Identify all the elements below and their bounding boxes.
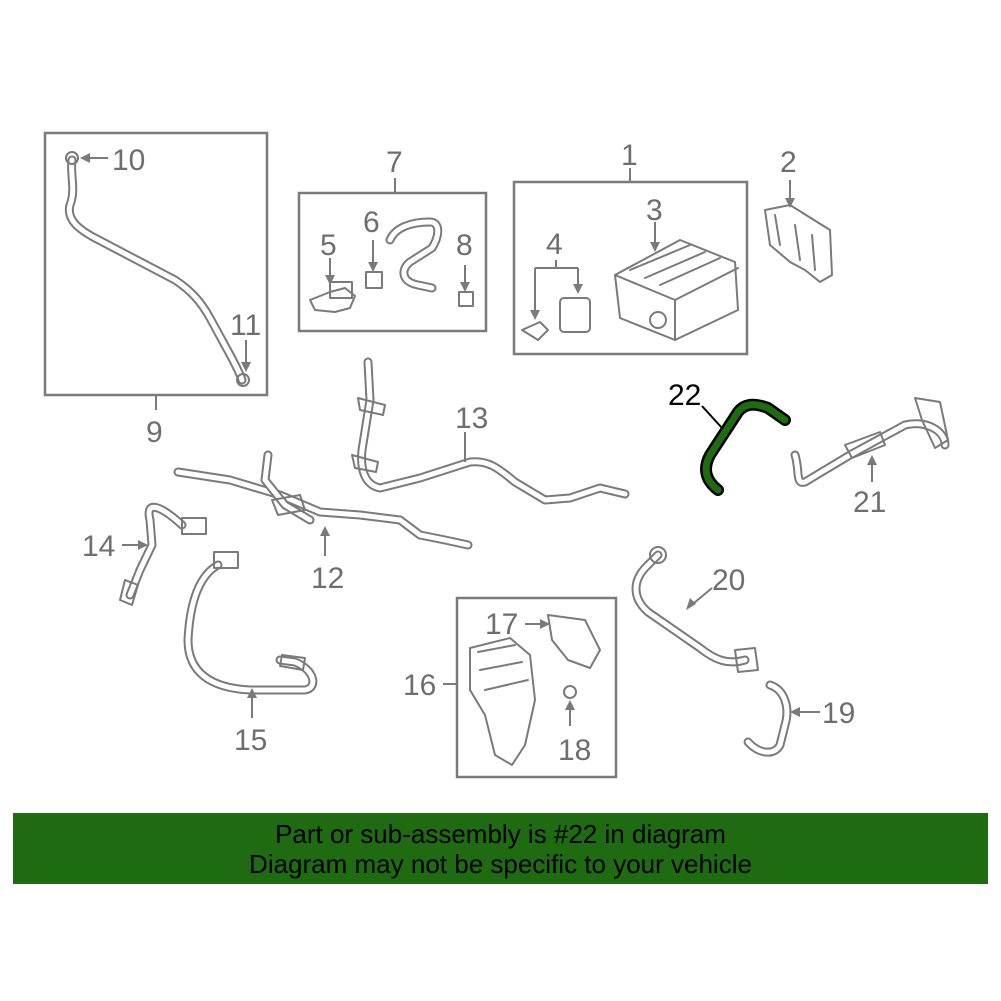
group-19: 19 xyxy=(743,680,855,757)
callout-9: 9 xyxy=(146,416,163,449)
banner-line-2: Diagram may not be specific to your vehi… xyxy=(249,848,752,879)
banner-line-1: Part or sub-assembly is #22 in diagram xyxy=(275,818,726,849)
callout-20: 20 xyxy=(712,564,745,597)
group-1: 1 3 4 xyxy=(512,139,749,356)
info-banner: Part or sub-assembly is #22 in diagram D… xyxy=(13,813,988,884)
group-9: 10 11 9 xyxy=(43,131,269,449)
callout-18: 18 xyxy=(558,734,591,767)
callout-12: 12 xyxy=(311,562,344,595)
callout-6: 6 xyxy=(363,206,380,239)
callout-2: 2 xyxy=(780,146,797,179)
callout-16: 16 xyxy=(403,669,436,702)
group-12: 12 xyxy=(173,450,473,595)
callout-7: 7 xyxy=(386,146,403,179)
callout-22: 22 xyxy=(668,379,701,412)
callout-10: 10 xyxy=(112,144,145,177)
group-7: 7 5 6 8 xyxy=(297,146,488,333)
callout-13: 13 xyxy=(455,402,488,435)
group-14: 14 xyxy=(82,502,207,606)
group-13: 13 xyxy=(351,357,630,505)
callout-19: 19 xyxy=(822,697,855,730)
callout-8: 8 xyxy=(456,229,473,262)
callout-1: 1 xyxy=(621,139,638,172)
callout-3: 3 xyxy=(646,194,663,227)
callout-14: 14 xyxy=(82,530,115,563)
group-20: 20 xyxy=(631,546,759,673)
callout-21: 21 xyxy=(853,486,886,519)
group-22-highlighted[interactable]: 22 xyxy=(668,379,791,496)
group-15: 15 xyxy=(183,551,318,757)
group-16: 16 17 18 xyxy=(403,596,618,779)
group-16-box xyxy=(455,596,618,779)
callout-15: 15 xyxy=(234,724,267,757)
callout-4: 4 xyxy=(546,228,563,261)
callout-11: 11 xyxy=(230,309,261,342)
group-2: 2 xyxy=(764,146,833,283)
callout-17: 17 xyxy=(485,608,518,641)
group-7-box xyxy=(297,191,488,333)
callout-5: 5 xyxy=(320,229,337,262)
group-21: 21 xyxy=(790,397,950,519)
